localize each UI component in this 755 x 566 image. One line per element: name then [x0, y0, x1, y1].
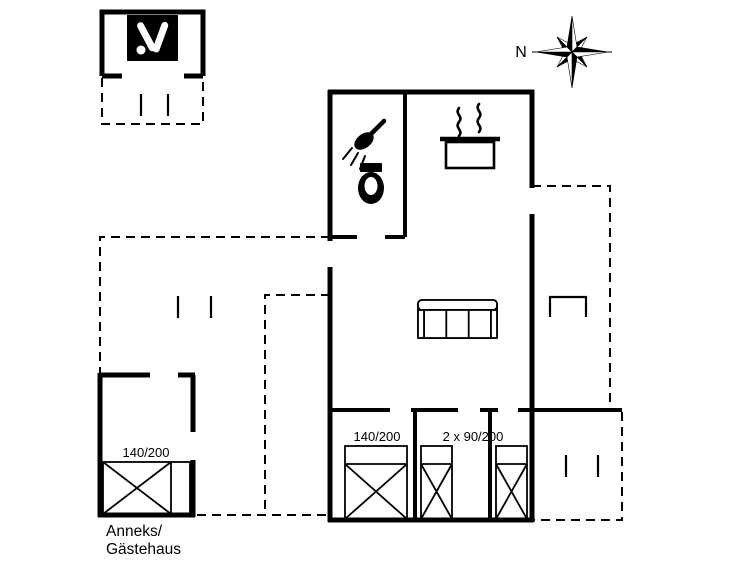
outbuilding — [99, 9, 206, 125]
double-bed-size-label: 140/200 — [354, 429, 401, 444]
bench-symbol — [139, 94, 170, 116]
interior-walls — [330, 92, 622, 520]
bedroom-divider-walls — [413, 410, 492, 520]
steaming-pot-icon — [440, 102, 500, 170]
annex-bed-size-label: 140/200 — [123, 445, 170, 460]
single-bed-symbol — [495, 445, 528, 520]
single-beds-size-label: 2 x 90/200 — [443, 429, 504, 444]
annex-title-line1: Anneks/ — [106, 523, 163, 540]
right-terrace-outline — [532, 185, 611, 408]
toilet-icon — [358, 163, 384, 204]
annex-title-line2: Gästehaus — [106, 541, 181, 558]
terrace-outlines — [99, 185, 623, 521]
shower-icon — [342, 118, 387, 170]
bedrooms — [344, 445, 528, 520]
inner-terrace-outline — [264, 294, 330, 515]
utility-tools-icon — [127, 15, 178, 61]
double-bed-symbol — [344, 445, 408, 520]
annex: 140/200 Anneks/ Gästehaus — [97, 372, 196, 558]
compass-rose — [532, 15, 612, 89]
bathroom — [342, 118, 387, 204]
bottom-right-terrace-outline — [534, 412, 623, 521]
annex-walls — [97, 372, 196, 518]
outbuilding-walls — [99, 9, 206, 76]
compass-north-label: N — [515, 44, 527, 61]
sofa-icon — [417, 299, 498, 339]
outbuilding-terrace-outline — [101, 78, 204, 125]
main-house-walls — [327, 89, 535, 523]
bench-symbols — [176, 295, 600, 477]
left-terrace-outline — [99, 236, 330, 373]
bench-symbol — [176, 296, 213, 318]
annex-bed-symbol — [102, 461, 191, 515]
bench-symbol — [548, 295, 588, 317]
bench-symbol — [564, 455, 600, 477]
single-bed-symbol — [420, 445, 453, 520]
